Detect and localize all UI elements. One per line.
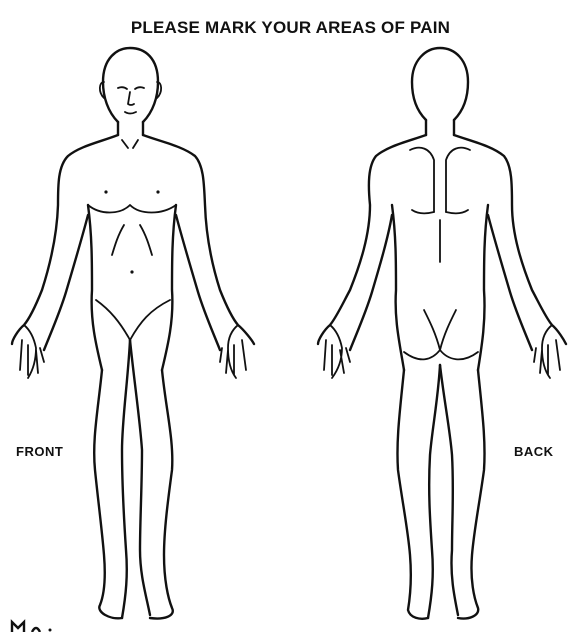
back-head <box>412 48 468 120</box>
human-body-back-icon <box>318 48 566 619</box>
back-right-contour <box>454 135 566 344</box>
back-left-contour <box>318 135 426 344</box>
cropped-text-fragment <box>10 618 58 632</box>
